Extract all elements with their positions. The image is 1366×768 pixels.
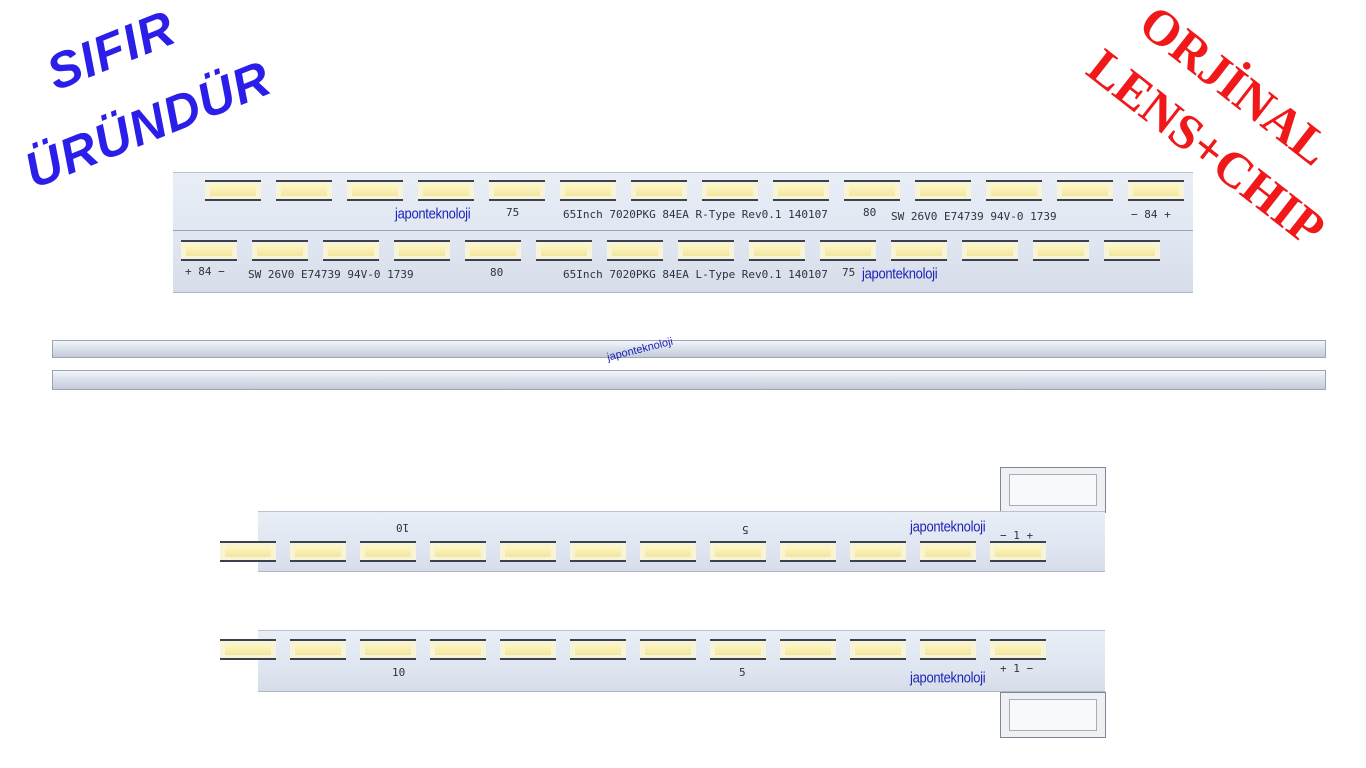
led-row: [220, 639, 1105, 663]
led-chip: [710, 541, 766, 562]
led-chip: [678, 240, 734, 261]
led-chip: [631, 180, 687, 201]
led-number: 80: [490, 266, 504, 279]
led-number: 10: [396, 521, 410, 534]
cert-label: SW 26V0 E74739 94V-0 1739: [248, 268, 414, 281]
led-chip: [1057, 180, 1113, 201]
led-row-l-type: [173, 240, 1193, 264]
led-number: 5: [742, 523, 749, 536]
led-number: 10: [392, 666, 406, 679]
led-chip: [962, 240, 1018, 261]
thin-led-strip-2: [52, 370, 1326, 390]
led-chip: [850, 639, 906, 660]
panel-divider: [173, 230, 1193, 231]
led-chip: [252, 240, 308, 261]
connector-a: [1000, 467, 1106, 513]
led-chip: [850, 541, 906, 562]
led-chip: [205, 180, 261, 201]
led-chip: [920, 639, 976, 660]
brand-label: japonteknoloji: [910, 668, 986, 687]
led-chip: [780, 541, 836, 562]
led-chip: [773, 180, 829, 201]
led-panel-pair: japonteknoloji 75 65Inch 7020PKG 84EA R-…: [173, 172, 1193, 293]
led-chip: [489, 180, 545, 201]
led-chip: [990, 541, 1046, 562]
polarity-label: + 84 −: [185, 265, 225, 278]
led-chip: [418, 180, 474, 201]
led-chip: [640, 639, 696, 660]
led-chip: [1033, 240, 1089, 261]
pin-label: + 1 −: [1000, 662, 1034, 675]
led-chip: [844, 180, 900, 201]
led-chip: [394, 240, 450, 261]
led-number: 75: [506, 206, 520, 219]
led-chip: [290, 639, 346, 660]
led-chip: [915, 180, 971, 201]
model-label-l: 65Inch 7020PKG 84EA L-Type Rev0.1 140107: [563, 268, 828, 281]
led-chip: [1104, 240, 1160, 261]
led-chip: [430, 639, 486, 660]
model-label-r: 65Inch 7020PKG 84EA R-Type Rev0.1 140107: [563, 208, 828, 221]
led-chip: [536, 240, 592, 261]
led-number: 5: [739, 666, 746, 679]
led-chip: [640, 541, 696, 562]
led-chip: [990, 639, 1046, 660]
led-chip: [986, 180, 1042, 201]
brand-label: japonteknoloji: [862, 264, 938, 283]
led-row-r-type: [173, 180, 1193, 204]
led-chip: [500, 541, 556, 562]
led-number: 80: [863, 206, 877, 219]
led-chip: [560, 180, 616, 201]
led-chip: [360, 541, 416, 562]
led-chip: [220, 639, 276, 660]
connector-b: [1000, 692, 1106, 738]
led-chip: [920, 541, 976, 562]
led-strip-b: 10 5 japonteknoloji + 1 −: [220, 630, 1105, 692]
led-chip: [290, 541, 346, 562]
led-chip: [780, 639, 836, 660]
led-chip: [276, 180, 332, 201]
led-chip: [500, 639, 556, 660]
led-chip: [570, 639, 626, 660]
led-row: [220, 541, 1105, 565]
led-chip: [820, 240, 876, 261]
led-strip-a: 10 5 japonteknoloji − 1 +: [220, 511, 1105, 572]
led-chip: [749, 240, 805, 261]
led-chip: [465, 240, 521, 261]
cert-label: SW 26V0 E74739 94V-0 1739: [891, 210, 1057, 223]
led-chip: [430, 541, 486, 562]
led-chip: [360, 639, 416, 660]
led-chip: [710, 639, 766, 660]
thin-led-strip-1: [52, 340, 1326, 358]
brand-label: japonteknoloji: [395, 204, 471, 223]
led-number: 75: [842, 266, 856, 279]
led-chip: [607, 240, 663, 261]
led-chip: [220, 541, 276, 562]
pin-label: − 1 +: [1000, 529, 1034, 542]
led-chip: [323, 240, 379, 261]
led-chip: [702, 180, 758, 201]
led-chip: [891, 240, 947, 261]
promo-new-product-line1: SIFIR: [38, 0, 183, 102]
led-chip: [181, 240, 237, 261]
led-chip: [570, 541, 626, 562]
led-chip: [1128, 180, 1184, 201]
brand-label: japonteknoloji: [910, 517, 986, 536]
polarity-label: − 84 +: [1131, 208, 1171, 221]
led-chip: [347, 180, 403, 201]
